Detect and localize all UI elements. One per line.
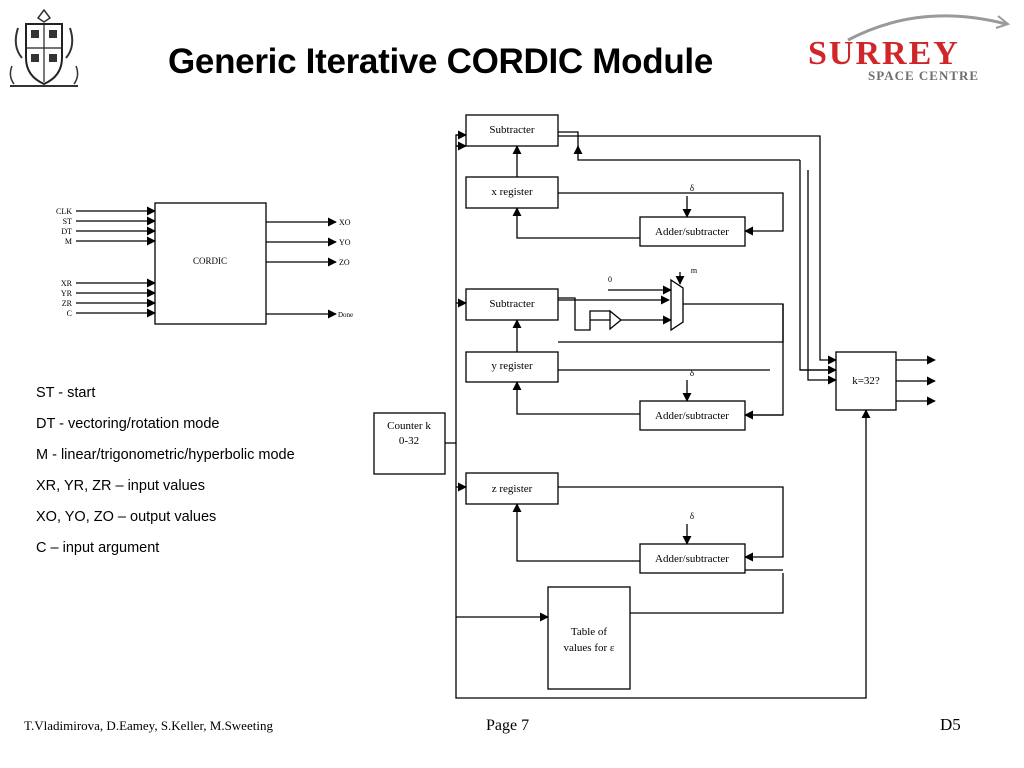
- pin-xo: XO: [339, 218, 351, 227]
- x-register-label: x register: [491, 186, 533, 198]
- subtracter-y-label: Subtracter: [489, 298, 535, 310]
- footer-slide-code: D5: [940, 715, 961, 734]
- delta-y-label: δ: [690, 368, 694, 378]
- m-label: m: [691, 266, 698, 275]
- subtracter-x-label: Subtracter: [489, 124, 535, 136]
- university-crest-icon: [9, 8, 79, 87]
- pin-zr: ZR: [62, 299, 73, 308]
- legend: ST - start DT - vectoring/rotation mode …: [36, 384, 295, 570]
- legend-item: C – input argument: [36, 540, 160, 556]
- adder-z-label: Adder/subtracter: [655, 553, 729, 565]
- counter-label-line2: 0-32: [399, 435, 419, 447]
- table-label-line1: Table of: [571, 626, 608, 638]
- footer-page-number: Page 7: [486, 717, 530, 734]
- y-register-box: [465, 351, 559, 383]
- z-register-label: z register: [492, 483, 533, 495]
- pin-yr: YR: [61, 289, 73, 298]
- adder-x-label: Adder/subtracter: [655, 226, 729, 238]
- footer-authors: T.Vladimirova, D.Eamey, S.Keller, M.Swee…: [24, 718, 273, 733]
- legend-item: XO, YO, ZO – output values: [36, 509, 217, 525]
- delta-x-label: δ: [690, 183, 694, 193]
- pin-xr: XR: [61, 279, 73, 288]
- legend-item: ST - start: [36, 385, 96, 401]
- legend-item: M - linear/trigonometric/hyperbolic mode: [36, 447, 295, 463]
- logo-text-bottom: SPACE CENTRE: [868, 68, 979, 83]
- pin-yo: YO: [339, 238, 351, 247]
- slide-title: Generic Iterative CORDIC Module: [168, 42, 713, 81]
- table-label-line2: values for ε: [563, 642, 614, 654]
- cordic-label: CORDIC: [193, 256, 227, 266]
- adder-y-label: Adder/subtracter: [655, 410, 729, 422]
- compare-label: k=32?: [852, 375, 880, 387]
- pin-done: Done: [338, 311, 353, 319]
- cordic-block: [154, 202, 267, 325]
- pin-st: ST: [63, 217, 72, 226]
- pin-m: M: [65, 237, 72, 246]
- table-box: [547, 586, 631, 690]
- surrey-space-centre-logo: SURREY SPACE CENTRE: [808, 14, 1011, 83]
- delta-z-label: δ: [690, 511, 694, 521]
- zero-label: 0: [608, 275, 612, 284]
- legend-item: XR, YR, ZR – input values: [36, 478, 205, 494]
- legend-item: DT - vectoring/rotation mode: [36, 416, 220, 432]
- y-register-label: y register: [491, 360, 533, 372]
- mux-shape: [670, 278, 684, 332]
- pin-zo: ZO: [339, 258, 350, 267]
- pin-dt: DT: [61, 227, 72, 236]
- logo-text-top: SURREY: [808, 35, 960, 72]
- pin-clk: CLK: [56, 207, 72, 216]
- pin-c: C: [67, 309, 72, 318]
- counter-label-line1: Counter k: [387, 420, 431, 432]
- buffer-shape: [609, 309, 623, 331]
